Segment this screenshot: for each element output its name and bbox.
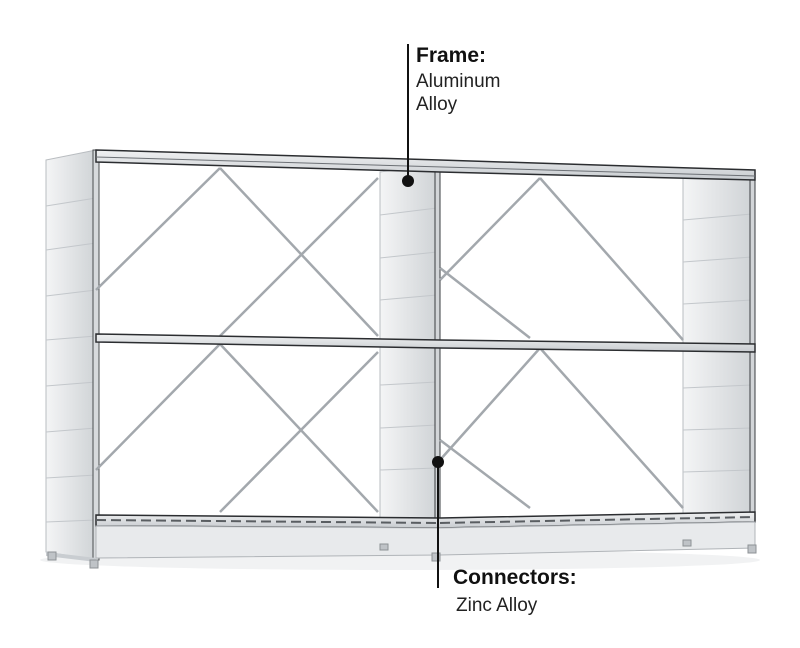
frame-callout-dot: [402, 175, 414, 187]
right-frame-post: [749, 169, 756, 551]
middle-shelf: [95, 333, 756, 353]
frame-callout-material: Aluminum Alloy: [416, 71, 501, 115]
top-shelf: [95, 149, 756, 181]
connectors-callout-dot: [432, 456, 444, 468]
left-side-panel: [45, 149, 97, 561]
connectors-callout-material: Zinc Alloy: [456, 595, 538, 616]
frame-callout-title: Frame:: [416, 44, 487, 67]
right-side-panel: [682, 171, 753, 546]
cross-brace-rods: [95, 167, 684, 513]
leveling-feet: [47, 539, 757, 569]
connectors-callout-title: Connectors:: [453, 566, 577, 589]
middle-side-panel-left: [379, 163, 438, 546]
left-frame-post: [92, 149, 100, 561]
